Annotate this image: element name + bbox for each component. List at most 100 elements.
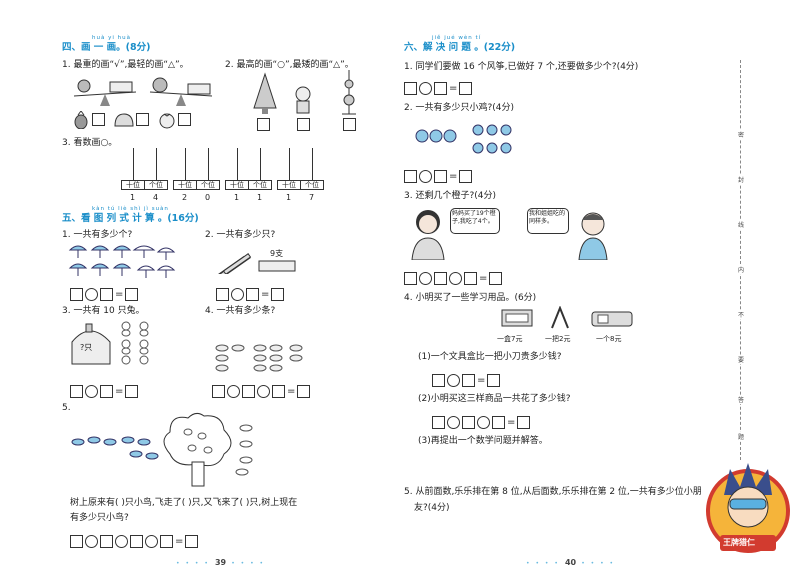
operator-circle[interactable] [477, 416, 490, 429]
equation-row: = [70, 531, 200, 550]
margin-char: 答 [738, 395, 745, 404]
answer-box[interactable] [487, 374, 501, 387]
answer-box[interactable] [242, 385, 255, 398]
answer-box[interactable] [434, 272, 447, 285]
pencil-box-icon [258, 260, 296, 272]
answer-box[interactable] [125, 385, 139, 398]
left-page-footer: • • • • 39 • • • • [176, 558, 266, 567]
operator-circle[interactable] [115, 535, 128, 548]
price-label: 一盒7元 [497, 335, 523, 343]
question-6-4-2: (2)小明买这三样商品一共花了多少钱? [418, 394, 571, 404]
answer-box[interactable] [404, 82, 417, 95]
operator-circle[interactable] [145, 535, 158, 548]
operator-circle[interactable] [419, 272, 432, 285]
operator-circle[interactable] [447, 374, 460, 387]
abacus-number: 7 [309, 193, 315, 202]
answer-box[interactable] [185, 535, 199, 548]
answer-box[interactable] [130, 535, 143, 548]
answer-box[interactable] [92, 113, 105, 126]
right-page-footer: • • • • 40 • • • • [526, 558, 616, 567]
answer-box[interactable] [343, 118, 356, 131]
answer-box[interactable] [459, 82, 473, 95]
equation-row: = [70, 284, 140, 303]
chicks-picture [415, 124, 512, 154]
sec5-pinyin: kàn tú liè shì jì suàn [92, 206, 169, 212]
operator-circle[interactable] [419, 82, 432, 95]
answer-box[interactable] [136, 113, 149, 126]
rabbits-picture [121, 321, 149, 365]
operator-circle[interactable] [257, 385, 270, 398]
house-tag: ?只 [80, 343, 93, 352]
operator-circle[interactable] [419, 170, 432, 183]
price-label: 一把2元 [545, 335, 571, 343]
mother-icon [411, 210, 445, 260]
answer-box[interactable] [432, 416, 445, 429]
place-label: 个位 [300, 180, 324, 190]
operator-circle[interactable] [447, 416, 460, 429]
answer-box[interactable] [297, 385, 311, 398]
question-6-4: 4. 小明买了一些学习用品。(6分) [404, 293, 537, 303]
answer-box[interactable] [492, 416, 505, 429]
operator-circle[interactable] [85, 535, 98, 548]
equation-row: = [404, 78, 474, 97]
answer-box[interactable] [434, 170, 447, 183]
answer-box[interactable] [125, 288, 139, 301]
answer-box[interactable] [100, 385, 113, 398]
answer-box[interactable] [212, 385, 225, 398]
answer-box[interactable] [257, 118, 270, 131]
answer-box[interactable] [160, 535, 173, 548]
answer-box[interactable] [404, 170, 417, 183]
equation-row: = [216, 284, 286, 303]
answer-box[interactable] [216, 288, 229, 301]
answer-box[interactable] [517, 416, 531, 429]
tower-icon [342, 70, 356, 115]
equation-row: = [432, 412, 532, 431]
margin-char: 密 [738, 130, 745, 139]
answer-box[interactable] [272, 385, 285, 398]
answer-box[interactable] [70, 288, 83, 301]
rabbit-house-icon [71, 323, 111, 365]
equation-row: = [404, 166, 474, 185]
answer-box[interactable] [246, 288, 259, 301]
price-label: 一个8元 [596, 335, 622, 343]
equation-row: = [432, 370, 502, 389]
operator-circle[interactable] [227, 385, 240, 398]
question-6-4-1: (1)一个文具盒比一把小刀贵多少钱? [418, 352, 562, 362]
answer-box[interactable] [100, 535, 113, 548]
answer-box[interactable] [70, 385, 83, 398]
answer-box[interactable] [464, 272, 477, 285]
problem-5-5-text-1: 树上原来有( )只小鸟,飞走了( )只,又飞来了( )只,树上现在 [70, 498, 298, 508]
answer-box[interactable] [462, 416, 475, 429]
problem-5-5: 5. [62, 403, 71, 413]
operator-circle[interactable] [85, 385, 98, 398]
pencils-picture [215, 253, 252, 274]
margin-char: 线 [738, 220, 745, 229]
answer-box[interactable] [459, 170, 473, 183]
page-number: 39 [214, 558, 227, 567]
child-speech-bubble: 我和姐姐吃的同样多。 [527, 208, 569, 234]
answer-box[interactable] [271, 288, 285, 301]
mushrooms-picture [68, 245, 176, 278]
answer-box[interactable] [462, 374, 475, 387]
operator-circle[interactable] [231, 288, 244, 301]
answer-box[interactable] [432, 374, 445, 387]
abacus-number: 1 [234, 193, 240, 202]
answer-box[interactable] [100, 288, 113, 301]
operator-circle[interactable] [449, 272, 462, 285]
seal-line [740, 60, 741, 460]
knife-icon [551, 306, 569, 329]
answer-box[interactable] [404, 272, 417, 285]
answer-box[interactable] [434, 82, 447, 95]
place-label: 个位 [144, 180, 168, 190]
answer-box[interactable] [297, 118, 310, 131]
margin-char: 内 [738, 265, 745, 274]
answer-box[interactable] [489, 272, 503, 285]
mother-speech-bubble: 妈妈买了19个橙子,我吃了4个。 [450, 208, 500, 234]
answer-box[interactable] [178, 113, 191, 126]
operator-circle[interactable] [85, 288, 98, 301]
tomato-icon [159, 113, 175, 129]
page-number: 40 [564, 558, 577, 567]
book-bag-icon [591, 311, 633, 327]
place-label: 十位 [277, 180, 301, 190]
answer-box[interactable] [70, 535, 83, 548]
